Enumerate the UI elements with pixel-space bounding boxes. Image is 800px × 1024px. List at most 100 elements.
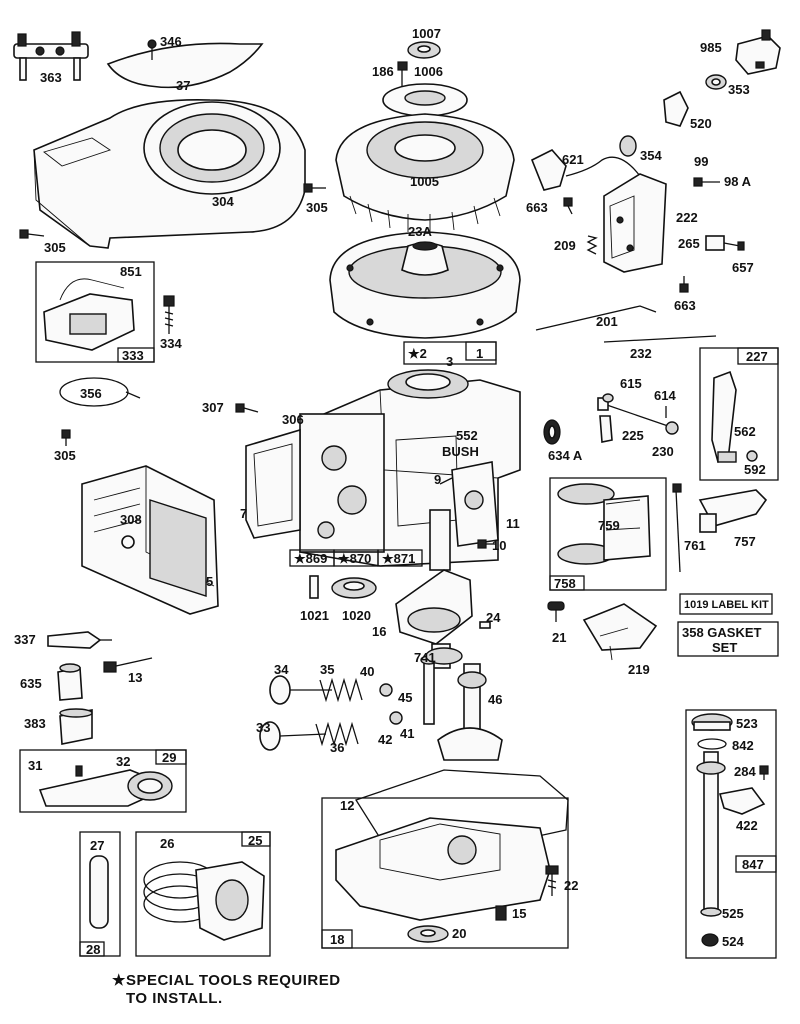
label-23a: 23A bbox=[408, 224, 432, 239]
special-tools-boxes bbox=[289, 549, 423, 567]
label-851: 851 bbox=[120, 264, 142, 279]
label-gasket-set-2: SET bbox=[712, 640, 737, 655]
label-kit-box bbox=[679, 593, 773, 615]
label-552: 552 bbox=[456, 428, 478, 443]
pin-1021 bbox=[309, 575, 319, 599]
label-663-bottom: 663 bbox=[674, 298, 696, 313]
label-31: 31 bbox=[28, 758, 42, 773]
label-265: 265 bbox=[678, 236, 700, 251]
rod-761 bbox=[672, 483, 682, 573]
box-part-1 bbox=[403, 341, 497, 365]
label-1006: 1006 bbox=[414, 64, 443, 79]
valve-34 bbox=[269, 675, 332, 705]
label-98a: 98 A bbox=[724, 174, 752, 189]
label-20: 20 bbox=[452, 926, 466, 941]
control-bracket-222 bbox=[603, 173, 667, 273]
screw-186 bbox=[397, 61, 408, 86]
label-306: 306 bbox=[282, 412, 304, 427]
armature-851 bbox=[43, 278, 135, 351]
label-1020: 1020 bbox=[342, 608, 371, 623]
label-663-top: 663 bbox=[526, 200, 548, 215]
label-870: ★870 bbox=[338, 551, 371, 566]
label-222: 222 bbox=[676, 210, 698, 225]
label-35: 35 bbox=[320, 662, 334, 677]
box-28 bbox=[79, 831, 121, 957]
washer-230 bbox=[665, 421, 679, 435]
screw-284 bbox=[759, 765, 769, 780]
flywheel-screen-1005 bbox=[335, 113, 515, 232]
label-41: 41 bbox=[400, 726, 414, 741]
fitting-635 bbox=[57, 663, 83, 701]
spring-35 bbox=[319, 677, 393, 703]
link-201 bbox=[535, 305, 657, 331]
label-621: 621 bbox=[562, 152, 584, 167]
cap-523 bbox=[691, 713, 733, 731]
label-11: 11 bbox=[506, 516, 520, 531]
wire-356 bbox=[59, 377, 141, 407]
label-18: 18 bbox=[330, 932, 344, 947]
label-353: 353 bbox=[728, 82, 750, 97]
label-5: 5 bbox=[206, 574, 213, 589]
label-634a: 634 A bbox=[548, 448, 583, 463]
label-284: 284 bbox=[734, 764, 756, 779]
label-354: 354 bbox=[640, 148, 662, 163]
flywheel-23a bbox=[329, 231, 521, 339]
note-line-1: ★SPECIAL TOOLS REQUIRED bbox=[112, 972, 341, 989]
label-10: 10 bbox=[492, 538, 506, 553]
label-635: 635 bbox=[20, 676, 42, 691]
bracket-759 bbox=[557, 483, 651, 565]
label-99: 99 bbox=[694, 154, 708, 169]
label-1: 1 bbox=[476, 346, 483, 361]
screw-307 bbox=[235, 403, 259, 413]
label-307: 307 bbox=[202, 400, 224, 415]
label-356: 356 bbox=[80, 386, 102, 401]
blower-housing-304 bbox=[33, 99, 306, 249]
label-bush: BUSH bbox=[442, 444, 479, 459]
screw-98a bbox=[693, 177, 720, 187]
label-842: 842 bbox=[732, 738, 754, 753]
label-615: 615 bbox=[620, 376, 642, 391]
box-29 bbox=[19, 749, 187, 813]
part-labels: 363 346 37 304 305 305 1007 186 1006 100… bbox=[14, 26, 769, 957]
label-13: 13 bbox=[128, 670, 142, 685]
plug-15 bbox=[495, 905, 507, 921]
label-3: 3 bbox=[446, 354, 453, 369]
cylinder-head-308 bbox=[81, 465, 219, 615]
label-759: 759 bbox=[598, 518, 620, 533]
label-225: 225 bbox=[622, 428, 644, 443]
label-741: 741 bbox=[414, 650, 436, 665]
box-18 bbox=[321, 797, 569, 949]
key-24 bbox=[479, 621, 491, 629]
shaft-225 bbox=[597, 397, 669, 443]
lever-757 bbox=[698, 489, 768, 533]
label-26: 26 bbox=[160, 836, 174, 851]
label-1005: 1005 bbox=[410, 174, 439, 189]
label-42: 42 bbox=[378, 732, 392, 747]
label-37: 37 bbox=[176, 78, 190, 93]
label-33: 33 bbox=[256, 720, 270, 735]
clip-520 bbox=[663, 90, 689, 127]
label-523: 523 bbox=[736, 716, 758, 731]
washer-20 bbox=[407, 925, 449, 943]
screw-13 bbox=[103, 657, 153, 673]
label-45: 45 bbox=[398, 690, 412, 705]
label-305-lower: 305 bbox=[54, 448, 76, 463]
label-304: 304 bbox=[212, 194, 234, 209]
label-869: ★869 bbox=[294, 551, 327, 566]
label-758: 758 bbox=[554, 576, 576, 591]
bracket-363 bbox=[13, 31, 89, 81]
switch-621 bbox=[530, 149, 641, 191]
box-758 bbox=[549, 477, 667, 591]
oring-842 bbox=[697, 738, 727, 750]
piston-25 bbox=[195, 861, 265, 941]
gear-1020 bbox=[331, 577, 377, 599]
label-12: 12 bbox=[340, 798, 354, 813]
label-28: 28 bbox=[86, 942, 100, 957]
piston-pin-27 bbox=[89, 855, 109, 929]
label-32: 32 bbox=[116, 754, 130, 769]
label-422: 422 bbox=[736, 818, 758, 833]
label-gasket-set-1: 358 GASKET bbox=[682, 625, 762, 640]
bracket-422 bbox=[718, 787, 766, 815]
nut-353 bbox=[705, 74, 727, 90]
label-227: 227 bbox=[746, 349, 768, 364]
